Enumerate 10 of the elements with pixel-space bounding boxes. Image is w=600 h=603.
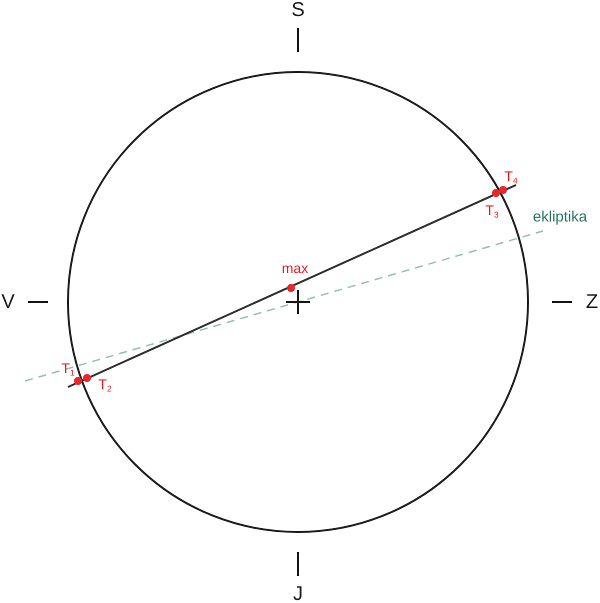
- point-label: max: [282, 261, 308, 275]
- ecliptic-label: ekliptika: [532, 210, 588, 224]
- point-label: T$_{3}$: [485, 203, 499, 219]
- direction-label: V: [1, 292, 15, 312]
- direction-label: Z: [586, 292, 598, 312]
- direction-label: J: [293, 584, 303, 603]
- point-label: T$_{4}$: [504, 169, 518, 185]
- direction-label: S: [291, 0, 305, 20]
- point-label: T$_{2}$: [98, 377, 112, 393]
- point-label: T$_{1}$: [61, 361, 75, 377]
